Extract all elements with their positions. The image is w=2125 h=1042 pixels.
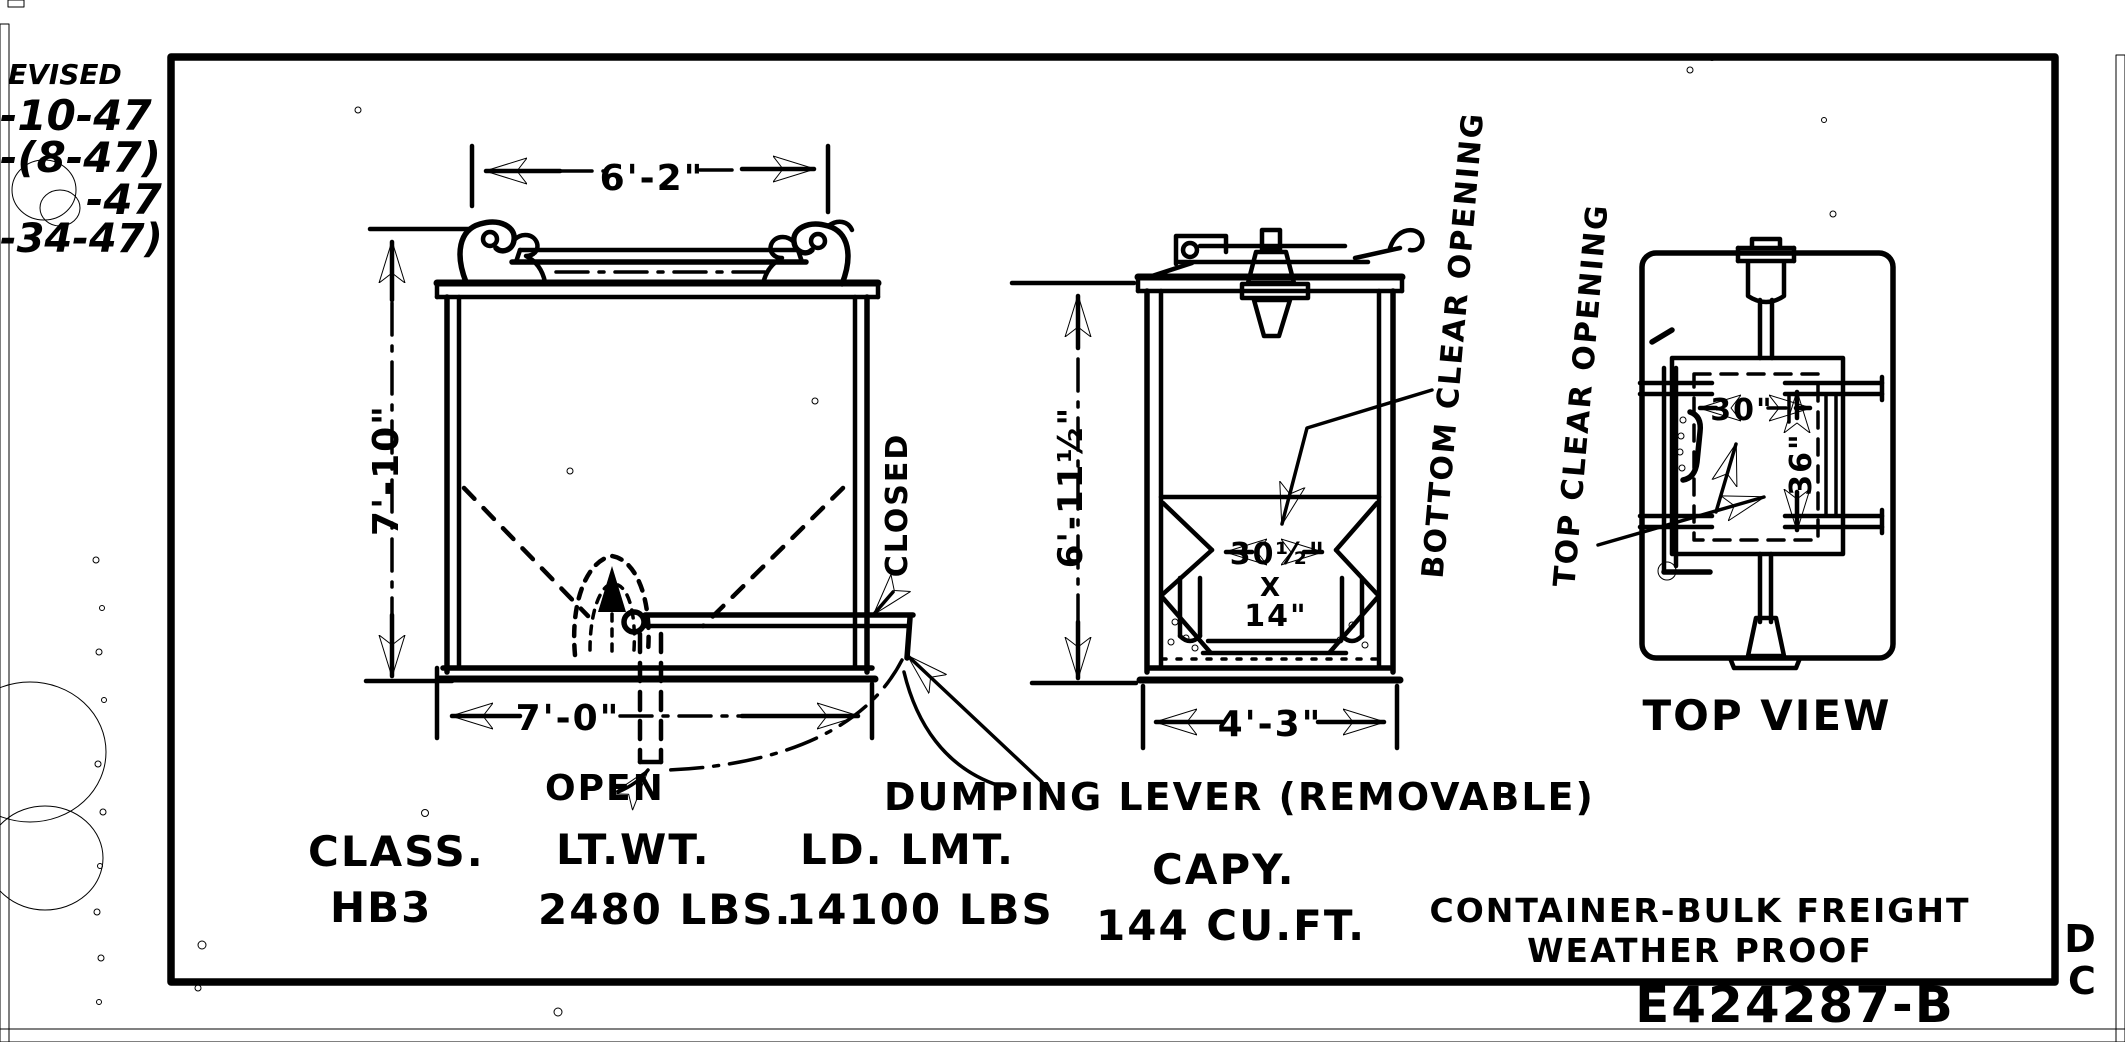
spec-value-ldlmt: 14100 LBS xyxy=(786,885,1054,934)
lid-latch-mechanism xyxy=(1149,227,1425,339)
drawing-title-line1: CONTAINER-BULK FREIGHT xyxy=(1430,891,1971,930)
bottom-rod xyxy=(1727,551,1803,671)
side-dim-bottom-width: 4'-3" xyxy=(1140,683,1400,751)
closed-leader xyxy=(872,592,893,616)
dim-text: 14" xyxy=(1244,599,1307,634)
lifting-hook-left xyxy=(457,219,548,285)
hopper-section xyxy=(1158,494,1382,656)
spec-value-class: HB3 xyxy=(330,883,432,932)
spec-label-class: CLASS. xyxy=(308,827,485,876)
drawing-title-line2: WEATHER PROOF xyxy=(1527,931,1873,970)
revision-entry: -10-47 xyxy=(0,91,153,140)
dim-text: 30" xyxy=(1710,393,1773,428)
lifting-hook-right xyxy=(760,219,855,287)
dim-text: 36" xyxy=(1784,432,1819,495)
spec-table: CLASS. HB3 LT.WT. 2480 LBS. LD. LMT. 141… xyxy=(308,825,1366,950)
dim-text: X xyxy=(1260,573,1282,603)
front-view: 6'-2" 7'-10" 7'-0" CLOSED OPEN xyxy=(363,143,916,809)
hopper-hidden-lines xyxy=(461,485,846,629)
bottom-opening-dim: 30½" X 14" xyxy=(1223,537,1326,634)
dim-text: 6'-2" xyxy=(600,158,705,199)
margin-letter-d: D xyxy=(2064,917,2098,961)
side-container-outline xyxy=(1134,273,1406,684)
top-dim-width: 30" xyxy=(1697,392,1813,428)
title-block: CONTAINER-BULK FREIGHT WEATHER PROOF E42… xyxy=(1430,891,2098,1034)
dumping-lever-open-position xyxy=(637,631,904,772)
revision-title: EVISED xyxy=(8,58,122,91)
side-view: 30½" X 14" 6'-11½" 4'-3" BOTTOM CLEAR OP… xyxy=(1009,110,1492,751)
spec-value-capy: 144 CU.FT. xyxy=(1096,901,1366,950)
spec-label-ldlmt: LD. LMT. xyxy=(800,825,1015,874)
dim-text: 6'-11½" xyxy=(1051,406,1091,568)
dump-valve xyxy=(571,553,651,658)
lever-closed-label: CLOSED xyxy=(880,433,915,578)
dumping-lever-leader-2 xyxy=(902,670,1002,788)
lever-annotation: DUMPING LEVER (REMOVABLE) xyxy=(884,654,1595,819)
top-opening-leader xyxy=(1596,495,1766,547)
top-clear-opening-label: TOP CLEAR OPENING xyxy=(1547,202,1615,588)
gusset-speckles xyxy=(1167,618,1369,652)
front-dim-bottom-width: 7'-0" xyxy=(434,665,875,741)
drawing-number: E424287-B xyxy=(1635,976,1955,1034)
side-dim-height: 6'-11½" xyxy=(1009,280,1139,686)
lever-swing-arc xyxy=(666,658,904,772)
bottom-opening-leader xyxy=(1282,388,1434,526)
spec-label-capy: CAPY. xyxy=(1152,845,1296,894)
top-view-caption: TOP VIEW xyxy=(1643,691,1892,740)
dim-text: 30½" xyxy=(1230,537,1326,572)
hinge-rod xyxy=(1735,236,1797,361)
top-opening-leader-branch xyxy=(1716,442,1738,514)
dumping-lever-closed xyxy=(621,609,916,661)
lid-plate xyxy=(1669,355,1846,557)
dumping-lever-label: DUMPING LEVER (REMOVABLE) xyxy=(884,775,1595,819)
dim-text: 4'-3" xyxy=(1218,704,1323,745)
dim-text: 7'-10" xyxy=(366,404,407,536)
front-lid xyxy=(509,247,809,274)
ink-smudge xyxy=(11,159,77,221)
top-view-outline xyxy=(1639,250,1896,661)
ink-blot xyxy=(0,805,104,911)
revision-entry: -(8-47) xyxy=(0,133,161,182)
front-dim-top-width: 6'-2" xyxy=(469,143,831,215)
clear-opening-dashed xyxy=(1692,372,1820,542)
ink-blot xyxy=(0,681,107,823)
margin-letter-c: C xyxy=(2068,959,2098,1003)
open-leader xyxy=(618,768,650,792)
revision-block: EVISED -10-47 -(8-47) -47 -34-47) xyxy=(0,58,163,262)
top-view: 30" 36" TOP CLEAR OPENING TOP VIEW xyxy=(1547,202,1896,740)
revision-entry: -34-47) xyxy=(0,216,163,262)
spec-value-ltwt: 2480 LBS. xyxy=(538,885,793,934)
bottom-clear-opening-label: BOTTOM CLEAR OPENING xyxy=(1416,110,1492,579)
dumping-lever-leader xyxy=(906,654,1044,784)
top-dim-depth: 36" xyxy=(1784,389,1819,533)
left-latch xyxy=(1637,327,1715,581)
revision-entry: -47 xyxy=(86,175,163,224)
drawing-border xyxy=(167,53,2059,986)
spec-label-ltwt: LT.WT. xyxy=(556,825,711,874)
front-container-outline xyxy=(433,279,882,683)
dim-text: 7'-0" xyxy=(516,698,621,739)
